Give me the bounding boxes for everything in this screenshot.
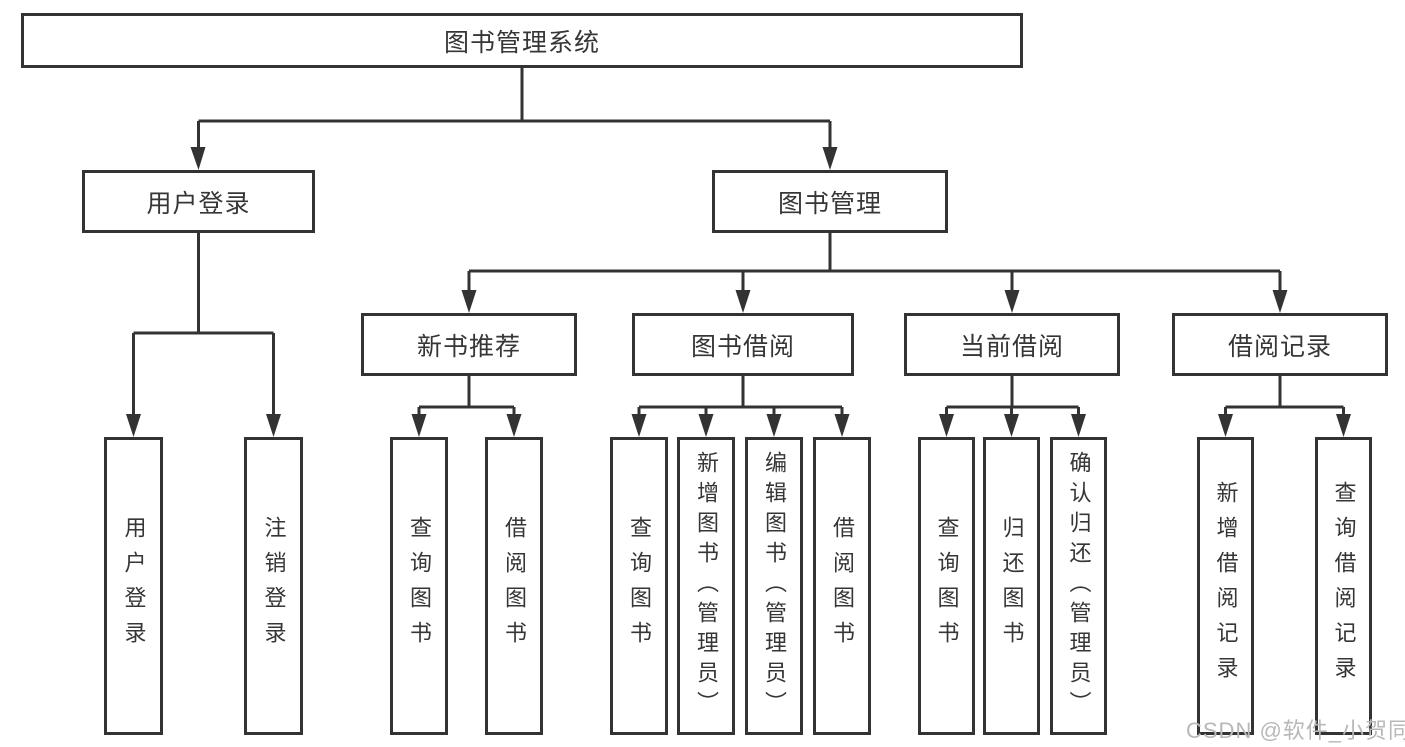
node-current-borrowing: 当前借阅 [904,313,1120,376]
leaf-borrowing-query-books: 查询图书 [610,437,668,735]
node-user-login-label: 用户登录 [146,189,251,218]
connector-borrow-records-to-leaves [1224,376,1345,417]
leaf-current-query-books: 查询图书 [918,437,975,735]
connector-book-borrow-to-leaves [637,376,844,417]
node-borrowing-records: 借阅记录 [1172,313,1388,376]
node-root-label: 图书管理系统 [443,28,600,57]
leaf-current-return-books-label: 归还图书 [999,516,1025,656]
leaf-borrowing-add-books-admin: 新增图书（管理员） [677,437,735,735]
node-book-borrowing-label: 图书借阅 [690,332,795,361]
node-new-book-recommend-label: 新书推荐 [416,332,521,361]
leaf-user-login-label: 用户登录 [121,516,147,656]
leaf-records-add-record: 新增借阅记录 [1197,437,1254,735]
leaf-records-query-record-label: 查询借阅记录 [1331,481,1357,691]
node-borrowing-records-label: 借阅记录 [1227,332,1332,361]
node-current-borrowing-label: 当前借阅 [959,332,1064,361]
connector-current-borrow-to-leaves [945,376,1080,417]
leaf-records-add-record-label: 新增借阅记录 [1213,481,1239,691]
leaf-logout: 注销登录 [244,437,303,735]
leaf-records-query-record: 查询借阅记录 [1315,437,1372,735]
leaf-current-confirm-return-admin-label: 确认归还（管理员） [1066,451,1092,721]
leaf-newbooks-borrow-books: 借阅图书 [485,437,543,735]
leaf-borrowing-query-books-label: 查询图书 [627,516,652,656]
leaf-borrowing-borrow-books: 借阅图书 [813,437,871,735]
arrowheads [126,147,1351,437]
connector-user-login-to-leaves [132,233,275,417]
leaf-borrowing-borrow-books-label: 借阅图书 [830,516,855,656]
node-book-management-label: 图书管理 [777,189,882,218]
node-new-book-recommend: 新书推荐 [361,313,577,376]
leaf-borrowing-edit-books-admin: 编辑图书（管理员） [745,437,803,735]
connector-book-mgmt-to-sections [467,233,1282,293]
leaf-newbooks-query-books: 查询图书 [390,437,448,735]
leaf-newbooks-borrow-books-label: 借阅图书 [502,516,527,656]
leaf-user-login: 用户登录 [104,437,163,735]
connector-root-to-level2 [197,68,832,150]
leaf-current-confirm-return-admin: 确认归还（管理员） [1050,437,1107,735]
node-book-management: 图书管理 [712,170,948,233]
leaf-logout-label: 注销登录 [261,516,287,656]
connector-new-books-to-leaves [417,376,516,417]
leaf-current-return-books: 归还图书 [983,437,1040,735]
node-user-login: 用户登录 [82,170,315,233]
leaf-newbooks-query-books-label: 查询图书 [407,516,432,656]
leaf-borrowing-add-books-admin-label: 新增图书（管理员） [694,451,719,721]
leaf-current-query-books-label: 查询图书 [934,516,960,656]
csdn-watermark: CSDN @软件_小贺同学 [1186,718,1405,743]
leaf-borrowing-edit-books-admin-label: 编辑图书（管理员） [762,451,787,721]
node-book-borrowing: 图书借阅 [632,313,854,376]
node-root-system: 图书管理系统 [21,13,1023,68]
